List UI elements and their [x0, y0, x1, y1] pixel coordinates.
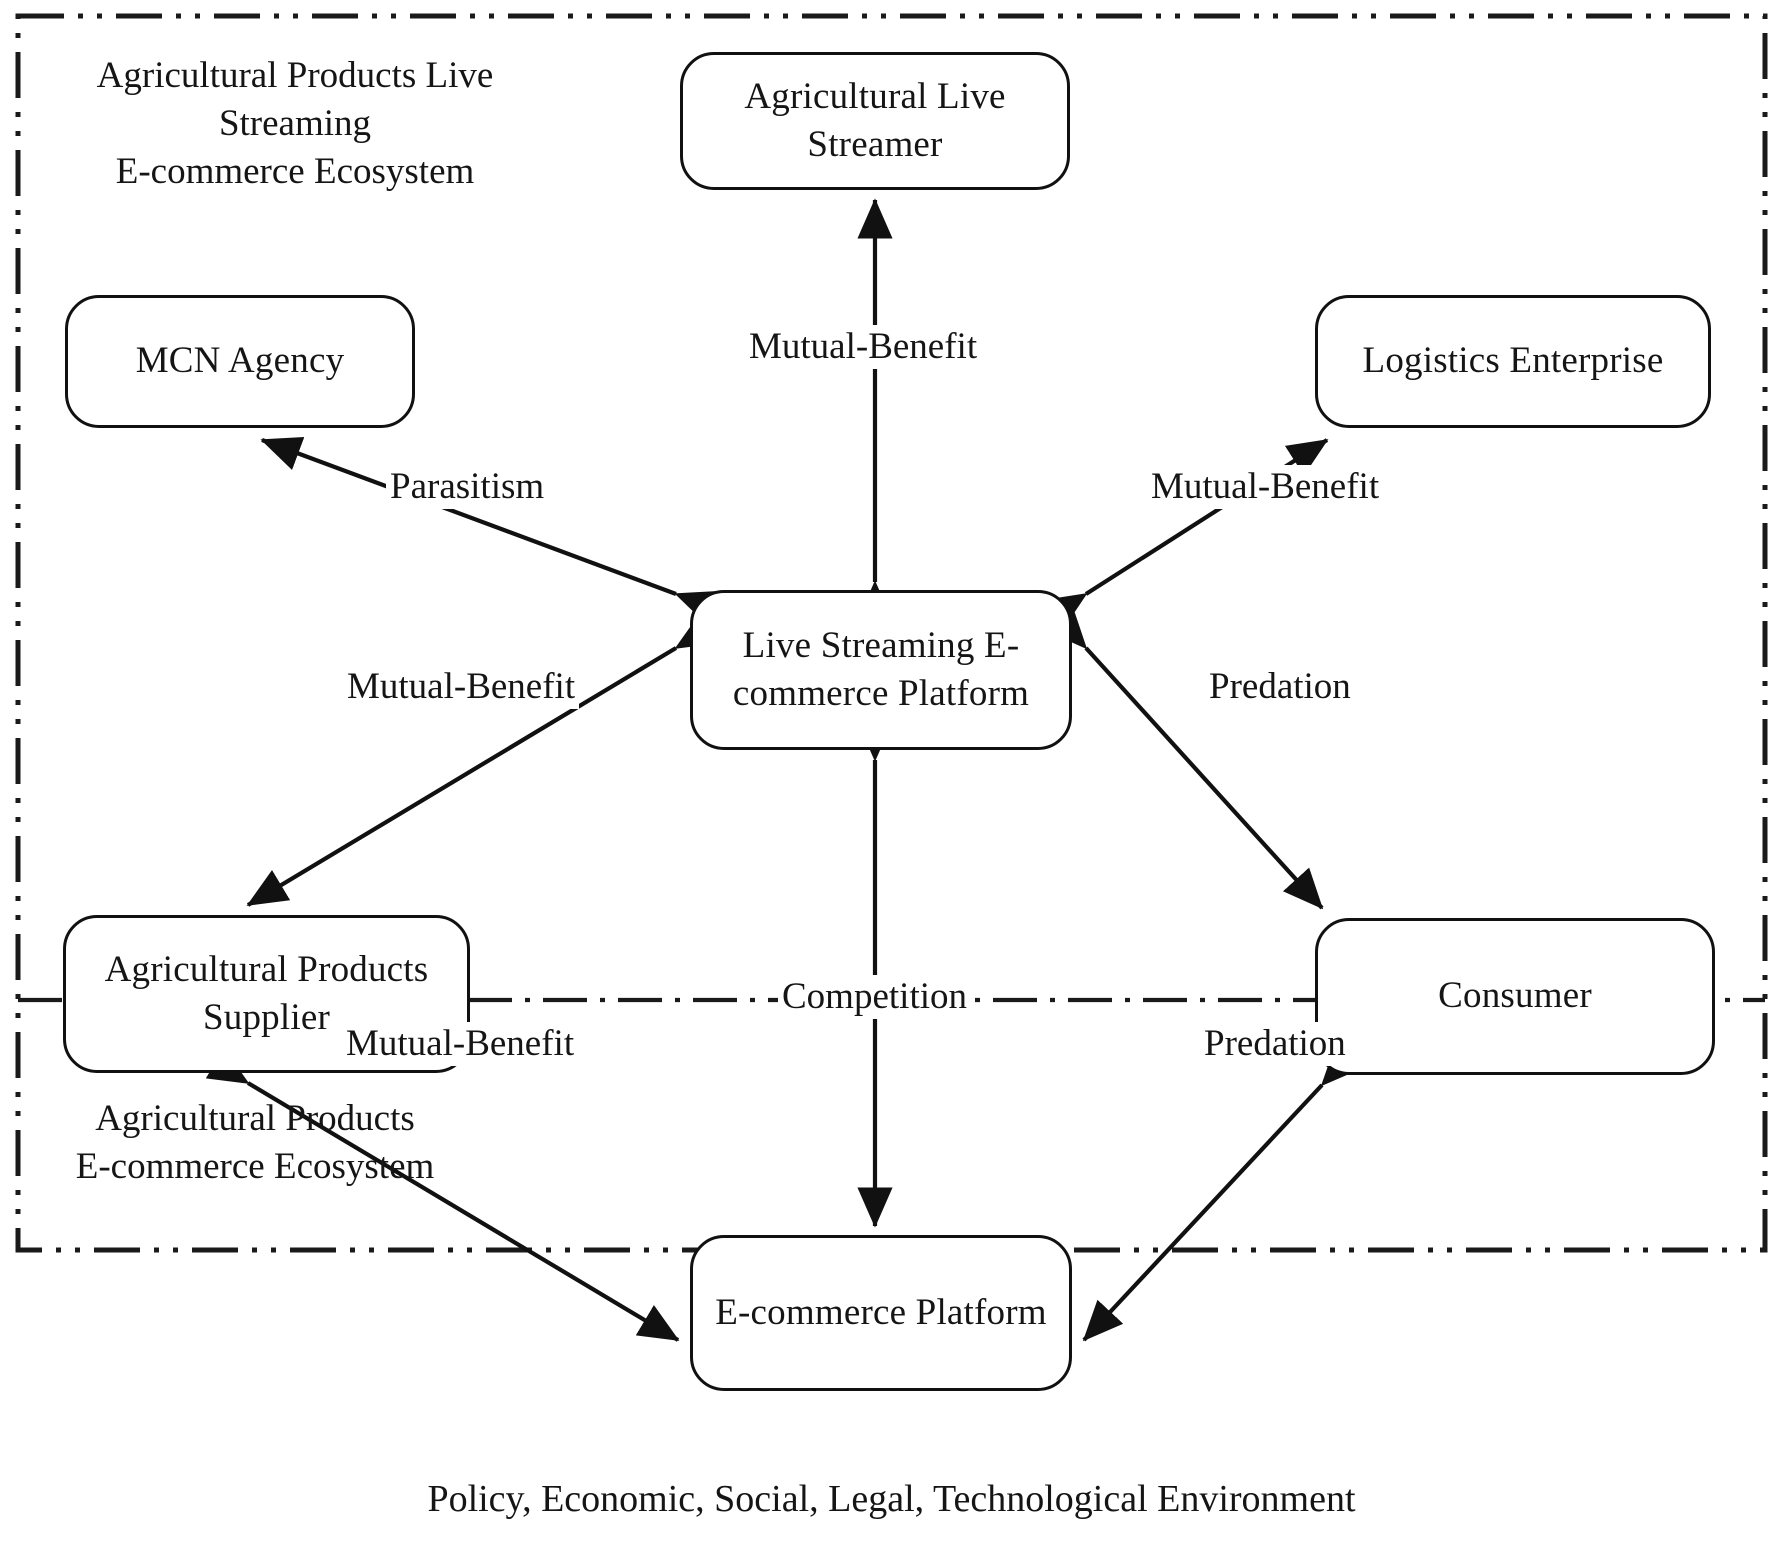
- edge-label-parasitism: Parasitism: [386, 465, 549, 510]
- edge-logistics-platform: [1043, 438, 1329, 630]
- node-label: Agricultural Live Streamer: [744, 75, 1006, 165]
- edge-consumer-ecommerce: [1082, 1044, 1362, 1342]
- node-agricultural-live-streamer[interactable]: Agricultural Live Streamer: [680, 52, 1070, 190]
- node-e-commerce-platform[interactable]: E-commerce Platform: [690, 1235, 1072, 1391]
- region-title-e-commerce-ecosystem: Agricultural Products E-commerce Ecosyst…: [75, 1098, 435, 1188]
- edge-label-predation-consumer: Predation: [1205, 665, 1355, 710]
- node-consumer[interactable]: Consumer: [1315, 918, 1715, 1075]
- edge-label-mutual-benefit-supplier: Mutual-Benefit: [343, 665, 580, 710]
- node-live-streaming-e-commerce-platform[interactable]: Live Streaming E-commerce Platform: [690, 590, 1072, 750]
- edge-mcn-platform: [260, 436, 719, 625]
- edge-label-mutual-benefit-supplier-ecommerce: Mutual-Benefit: [342, 1022, 579, 1067]
- node-label: Logistics Enterprise: [1362, 340, 1664, 382]
- node-label: E-commerce Platform: [715, 1291, 1047, 1333]
- node-label: Live Streaming E-commerce Platform: [732, 624, 1030, 714]
- environment-caption: Policy, Economic, Social, Legal, Technol…: [427, 1478, 1356, 1520]
- node-label: MCN Agency: [135, 340, 345, 382]
- edge-label-mutual-benefit-streamer: Mutual-Benefit: [745, 325, 982, 370]
- edge-label-predation-consumer-ecommerce: Predation: [1200, 1022, 1350, 1067]
- edge-label-competition: Competition: [778, 975, 971, 1020]
- node-mcn-agency[interactable]: MCN Agency: [65, 295, 415, 428]
- node-logistics-enterprise[interactable]: Logistics Enterprise: [1315, 295, 1711, 428]
- node-label: Consumer: [1438, 975, 1592, 1017]
- edge-label-mutual-benefit-logistics: Mutual-Benefit: [1147, 465, 1384, 510]
- region-title-live-streaming-ecosystem: Agricultural Products Live Streaming E-c…: [96, 55, 494, 193]
